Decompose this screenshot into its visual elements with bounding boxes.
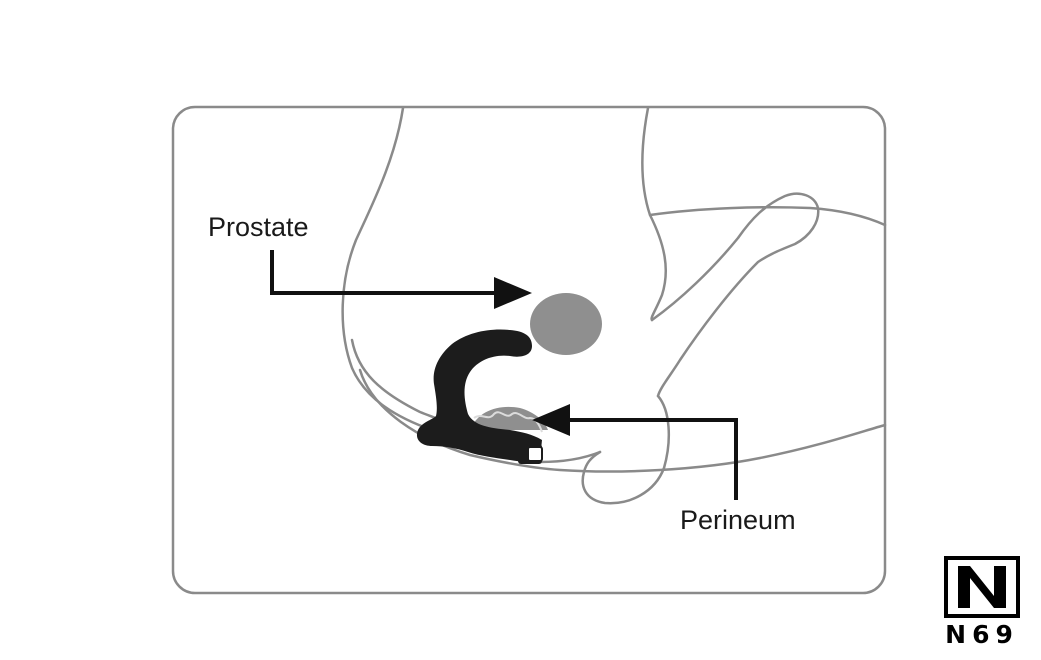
prostate-organ xyxy=(530,293,602,355)
perineum-label: Perineum xyxy=(680,505,796,535)
perineum-arrow xyxy=(532,404,738,500)
n-logo-mark-icon xyxy=(944,556,1020,618)
brand-logo: N69 xyxy=(944,556,1020,652)
brand-logo-text: N69 xyxy=(945,620,1019,649)
prostate-massager-device xyxy=(416,329,543,464)
prostate-arrow xyxy=(270,250,532,309)
diagram-frame xyxy=(171,105,887,595)
perineum-area xyxy=(470,406,548,430)
prostate-label: Prostate xyxy=(208,212,309,242)
